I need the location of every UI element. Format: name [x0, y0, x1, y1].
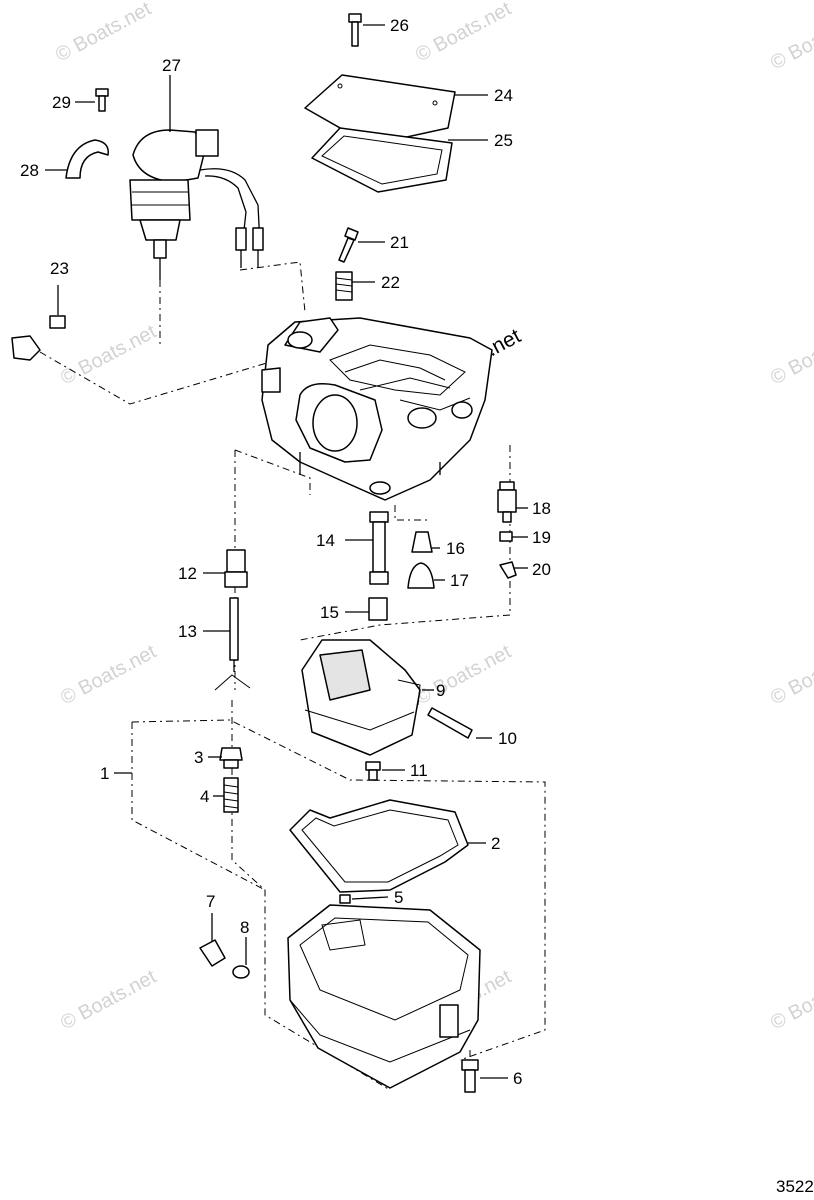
callout-11: 11 — [410, 761, 428, 780]
callout-25: 25 — [494, 131, 513, 150]
callout-29: 29 — [52, 93, 71, 112]
watermark: © Boats.net — [767, 966, 814, 1035]
callout-13: 13 — [178, 622, 197, 641]
callout-24: 24 — [494, 86, 513, 105]
part-22-spring — [335, 271, 353, 301]
callout-21: 21 — [390, 233, 409, 252]
callouts: 26 24 25 27 29 28 21 22 23 18 19 20 14 1… — [20, 16, 551, 1088]
callout-5: 5 — [394, 888, 403, 907]
part-14-tube — [369, 511, 389, 585]
watermark: © Boats.net — [412, 641, 515, 710]
callout-28: 28 — [20, 161, 39, 180]
part-11-screw — [365, 761, 381, 781]
part-18-jet — [497, 481, 517, 523]
watermark: © Boats.net — [57, 966, 160, 1035]
watermark: © Boats.net — [412, 0, 515, 66]
callout-1: 1 — [100, 764, 109, 783]
callout-22: 22 — [381, 273, 400, 292]
part-16-jet — [411, 531, 433, 553]
callout-15: 15 — [320, 603, 339, 622]
callout-4: 4 — [200, 787, 209, 806]
callout-2: 2 — [491, 834, 500, 853]
part-28-clip — [65, 139, 109, 179]
part-13-needle — [214, 597, 251, 691]
leader-lines — [45, 24, 528, 1079]
callout-17: 17 — [450, 571, 469, 590]
part-20-clip — [499, 561, 517, 579]
callout-16: 16 — [446, 539, 465, 558]
part-25-gasket — [311, 127, 453, 193]
part-4-spring — [223, 777, 239, 813]
part-23-plug — [11, 335, 41, 361]
part-2-gasket — [289, 799, 469, 893]
part-7-drain-plug — [199, 939, 226, 967]
part-12-valve-seat — [224, 549, 248, 588]
part-19-screw — [499, 531, 513, 542]
watermark: © Boats.net — [767, 321, 814, 390]
callout-19: 19 — [532, 528, 551, 547]
part-3-plug — [219, 747, 243, 769]
diagram-code: 3522 — [776, 1177, 814, 1196]
part-23-screw — [49, 315, 66, 329]
callout-9: 9 — [436, 681, 445, 700]
callout-23: 23 — [50, 259, 69, 278]
carburetor-body — [261, 317, 493, 501]
callout-10: 10 — [498, 729, 517, 748]
callout-7: 7 — [206, 892, 215, 911]
part-27-sensor — [129, 129, 264, 280]
part-5-screw — [339, 894, 351, 904]
callout-3: 3 — [194, 748, 203, 767]
part-21-screw — [338, 227, 359, 263]
callout-26: 26 — [390, 16, 409, 35]
part-6-screw — [461, 1059, 479, 1093]
watermark: © Boats.net — [57, 321, 160, 390]
callout-18: 18 — [532, 499, 551, 518]
float-bowl — [287, 904, 481, 1089]
callout-6: 6 — [513, 1069, 522, 1088]
watermark: © Boats.net — [57, 641, 160, 710]
watermark: © Boats.net — [52, 0, 155, 66]
part-8-washer — [232, 965, 250, 979]
watermark: © Boats.net — [767, 6, 814, 75]
part-9-float — [301, 639, 421, 756]
callout-8: 8 — [240, 918, 249, 937]
callout-27: 27 — [162, 56, 181, 75]
callout-20: 20 — [532, 560, 551, 579]
callout-14: 14 — [316, 531, 335, 550]
callout-12: 12 — [178, 564, 197, 583]
part-10-pin — [427, 707, 473, 739]
part-29-screw — [95, 88, 109, 112]
part-26-screw — [348, 13, 362, 47]
part-15-jet — [368, 597, 388, 621]
part-17-cap — [407, 562, 435, 589]
watermark: © Boats.net — [767, 641, 814, 710]
